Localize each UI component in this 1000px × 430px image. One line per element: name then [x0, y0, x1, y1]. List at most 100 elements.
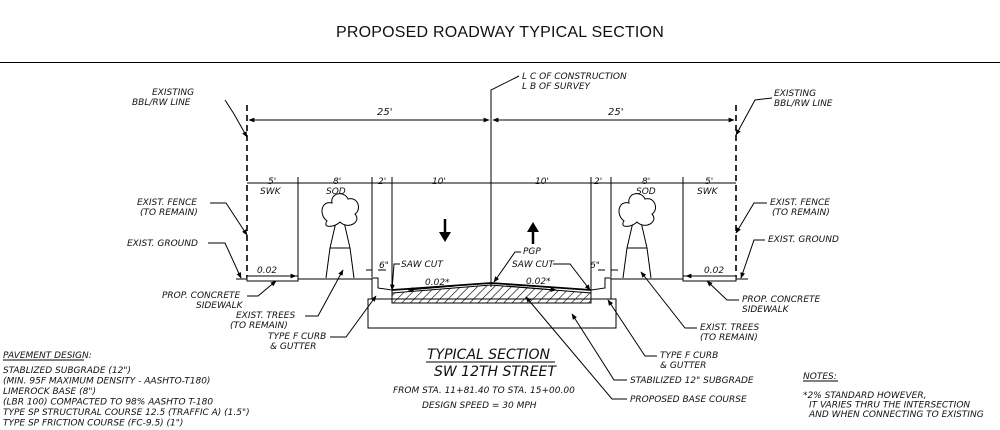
- curb-leader-right: [607, 299, 657, 357]
- curb-leader-left: [330, 295, 377, 338]
- note-line: AND WHEN CONNECTING TO EXISTING: [808, 410, 984, 420]
- fence-right-2: (TO REMAIN): [772, 208, 830, 218]
- ground-right-label: EXIST. GROUND: [768, 235, 839, 245]
- typical-section-title: TYPICAL SECTION: [427, 347, 550, 363]
- sidewalk-right-1: PROP. CONCRETE: [742, 295, 820, 305]
- existing-rw-left-1: EXISTING: [152, 88, 194, 98]
- dim-lane-left: 10': [432, 177, 446, 187]
- trees-left-1: EXIST. TREES: [236, 311, 295, 321]
- cl-symbol-1: L: [522, 72, 527, 82]
- dim-swk-right: 5': [705, 177, 713, 187]
- curb-left-2: & GUTTER: [270, 342, 316, 352]
- tree-right-icon: [618, 193, 656, 279]
- sawcut-left: SAW CUT: [401, 260, 444, 270]
- sidewalk-left-2: SIDEWALK: [196, 301, 244, 311]
- pavement-line: (LBR 100) COMPACTED TO 98% AASHTO T-180: [3, 398, 213, 408]
- trees-left-2: (TO REMAIN): [230, 321, 288, 331]
- pavement-line: LIMEROCK BASE (8"): [3, 387, 96, 397]
- dim-swk-left: 5': [268, 177, 276, 187]
- cl-symbol-2: L: [522, 82, 527, 92]
- pgp-label: PGP: [523, 247, 541, 257]
- sidewalk-left-1: PROP. CONCRETE: [162, 291, 240, 301]
- dim-gutter-left: 2': [378, 177, 386, 187]
- dim-sod-left: 8': [333, 177, 341, 187]
- fence-leader-right: [735, 202, 767, 234]
- pavement-line: (MIN. 95F MAXIMUM DENSITY - AASHTO-T180): [3, 377, 210, 387]
- trees-leader-right: [640, 271, 697, 329]
- drawing-title: PROPOSED ROADWAY TYPICAL SECTION: [336, 24, 664, 41]
- notes-heading: NOTES:: [803, 372, 837, 382]
- pavement-line: TYPE SP FRICTION COURSE (FC-9.5) (1"): [3, 419, 183, 429]
- note-line: *2% STANDARD HOWEVER,: [803, 391, 926, 401]
- lane-slope-left: [407, 285, 456, 292]
- dim-lane-right: 10': [535, 177, 549, 187]
- street-name: SW 12TH STREET: [434, 364, 557, 380]
- pgp-leader: [493, 251, 521, 283]
- station-range: FROM STA. 11+81.40 TO STA. 15+00.00: [393, 386, 575, 396]
- sawcut-leader-right: [553, 263, 591, 291]
- curb-right-1: TYPE F CURB: [660, 351, 718, 361]
- existing-rw-right-2: BBL/RW LINE: [774, 99, 833, 109]
- dim-25-left-label: 25': [377, 107, 392, 118]
- pavement-line: TYPE SP STRUCTURAL COURSE 12.5 (TRAFFIC …: [3, 408, 250, 418]
- base-leader: [525, 296, 627, 400]
- trees-right-1: EXIST. TREES: [700, 323, 759, 333]
- lane-slope-right: [505, 285, 557, 292]
- curb-left: [371, 277, 393, 303]
- curb-right-2: & GUTTER: [660, 361, 706, 371]
- sawcut-right: SAW CUT: [512, 260, 555, 270]
- sidewalk-leader-left: [247, 280, 277, 297]
- dim-curb-left: 6": [379, 261, 389, 271]
- trees-leader-left: [305, 269, 344, 317]
- dim-swk-left-lbl: SWK: [260, 187, 282, 197]
- existing-rw-right-1: EXISTING: [774, 89, 816, 99]
- sidewalk-left: [246, 275, 299, 282]
- dim-sod-left-lbl: SOD: [326, 187, 346, 197]
- dim-sod-right-lbl: SOD: [636, 187, 656, 197]
- sidewalk-right: [682, 275, 737, 282]
- dim-swk-right-lbl: SWK: [697, 187, 719, 197]
- pavement-hatch: [391, 284, 592, 304]
- tree-left-icon: [321, 193, 359, 279]
- dim-gutter-right: 2': [594, 177, 602, 187]
- base-label: PROPOSED BASE COURSE: [630, 395, 747, 405]
- dim-curb-right: 6": [590, 261, 600, 271]
- cl-leader: [490, 75, 520, 96]
- design-speed: DESIGN SPEED = 30 MPH: [422, 401, 537, 411]
- sidewalk-right-2: SIDEWALK: [742, 305, 790, 315]
- arrow-up-icon: [527, 222, 539, 244]
- ground-leader-left: [208, 242, 242, 279]
- ground-left-label: EXIST. GROUND: [127, 239, 198, 249]
- slope-sidewalk-left: 0.02: [257, 266, 277, 276]
- curb-right: [590, 277, 612, 303]
- cl-survey-label: B OF SURVEY: [530, 82, 592, 92]
- title-bar: PROPOSED ROADWAY TYPICAL SECTION: [0, 0, 1000, 63]
- sidewalk-leader-right: [706, 280, 739, 301]
- fence-right-1: EXIST. FENCE: [770, 198, 830, 208]
- pavement-heading: PAVEMENT DESIGN:: [3, 351, 92, 361]
- rw-leader-right: [735, 97, 773, 136]
- subgrade-label: STABILIZED 12" SUBGRADE: [630, 376, 754, 386]
- rw-leader-left: [224, 99, 248, 138]
- fence-left-2: (TO REMAIN): [140, 208, 198, 218]
- cl-construction-label: C OF CONSTRUCTION: [530, 72, 627, 82]
- dim-25-right-label: 25': [608, 107, 623, 118]
- fence-left-1: EXIST. FENCE: [137, 198, 197, 208]
- pavement-lines: STABLIZED SUBGRADE (12")(MIN. 95F MAXIMU…: [3, 366, 250, 429]
- pavement-top: [391, 282, 592, 291]
- ground-leader-right: [740, 239, 765, 279]
- notes-lines: *2% STANDARD HOWEVER,IT VARIES THRU THE …: [803, 391, 984, 420]
- note-line: IT VARIES THRU THE INTERSECTION: [809, 401, 970, 411]
- pavement-line: STABLIZED SUBGRADE (12"): [3, 366, 131, 376]
- dim-sod-right: 8': [642, 177, 650, 187]
- slope-lane-left: 0.02*: [425, 278, 450, 288]
- segment-ticks: [297, 177, 684, 300]
- slope-lane-right: 0.02*: [526, 277, 551, 287]
- trees-right-2: (TO REMAIN): [700, 333, 758, 343]
- curb-left-1: TYPE F CURB: [268, 332, 326, 342]
- sawcut-leader-left: [390, 263, 400, 291]
- existing-rw-left-2: BBL/RW LINE: [132, 98, 191, 108]
- slope-sidewalk-right: 0.02: [704, 266, 724, 276]
- subgrade-leader: [571, 313, 627, 381]
